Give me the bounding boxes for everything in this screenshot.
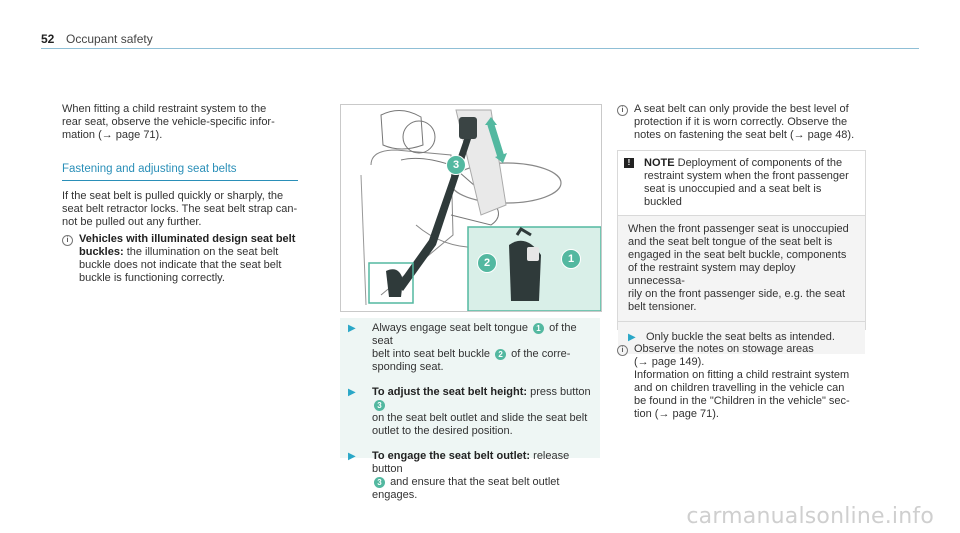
step-engage-outlet: ▶ To engage the seat belt outlet: releas…	[340, 441, 600, 505]
header-divider	[41, 48, 919, 49]
protection-info: i A seat belt can only provide the best …	[617, 103, 877, 142]
step-arrow-icon: ▶	[348, 451, 356, 462]
info-icon: i	[62, 235, 73, 246]
section-heading: Fastening and adjusting seat belts	[62, 163, 302, 181]
note-action: ▶ Only buckle the seat belts as intended…	[618, 321, 865, 354]
instruction-steps: ▶ Always engage seat belt tongue 1 of th…	[340, 318, 600, 501]
page-number: 52	[41, 32, 55, 46]
locking-paragraph: If the seat belt is pulled quickly or sh…	[62, 190, 298, 228]
warning-icon: !	[624, 158, 634, 168]
page-header-title: Occupant safety	[66, 32, 153, 46]
callout-3: 3	[446, 155, 466, 175]
seat-belt-drawing	[360, 109, 601, 311]
callout-ref-3: 3	[374, 476, 385, 488]
callout-2: 2	[477, 253, 497, 273]
seat-belt-illustration: 3 2 1	[340, 104, 602, 312]
illuminated-buckle-info: i Vehicles with illuminated design seat …	[62, 233, 302, 285]
callout-ref-3: 3	[374, 399, 385, 411]
note-box: ! NOTE Deployment of components of the r…	[617, 150, 866, 354]
step-arrow-icon: ▶	[348, 387, 356, 398]
step-adjust-height: ▶ To adjust the seat belt height: press …	[340, 377, 600, 441]
step-engage-tongue: ▶ Always engage seat belt tongue 1 of th…	[340, 318, 600, 377]
step-arrow-icon: ▶	[628, 332, 636, 343]
watermark: carmanualsonline.info	[686, 504, 934, 529]
intro-paragraph: When fitting a child restraint system to…	[62, 103, 275, 141]
section-heading-rule	[62, 180, 298, 181]
note-body: When the front passenger seat is unoccup…	[618, 215, 865, 321]
note-header: ! NOTE Deployment of components of the r…	[618, 151, 865, 215]
callout-ref-1: 1	[533, 322, 545, 334]
callout-ref-2: 2	[495, 348, 507, 360]
callout-1: 1	[561, 249, 581, 269]
info-icon: i	[617, 105, 628, 116]
info-icon: i	[617, 345, 628, 356]
stowage-info: i Observe the notes on stowage areas (→ …	[617, 343, 877, 421]
step-arrow-icon: ▶	[348, 323, 356, 334]
